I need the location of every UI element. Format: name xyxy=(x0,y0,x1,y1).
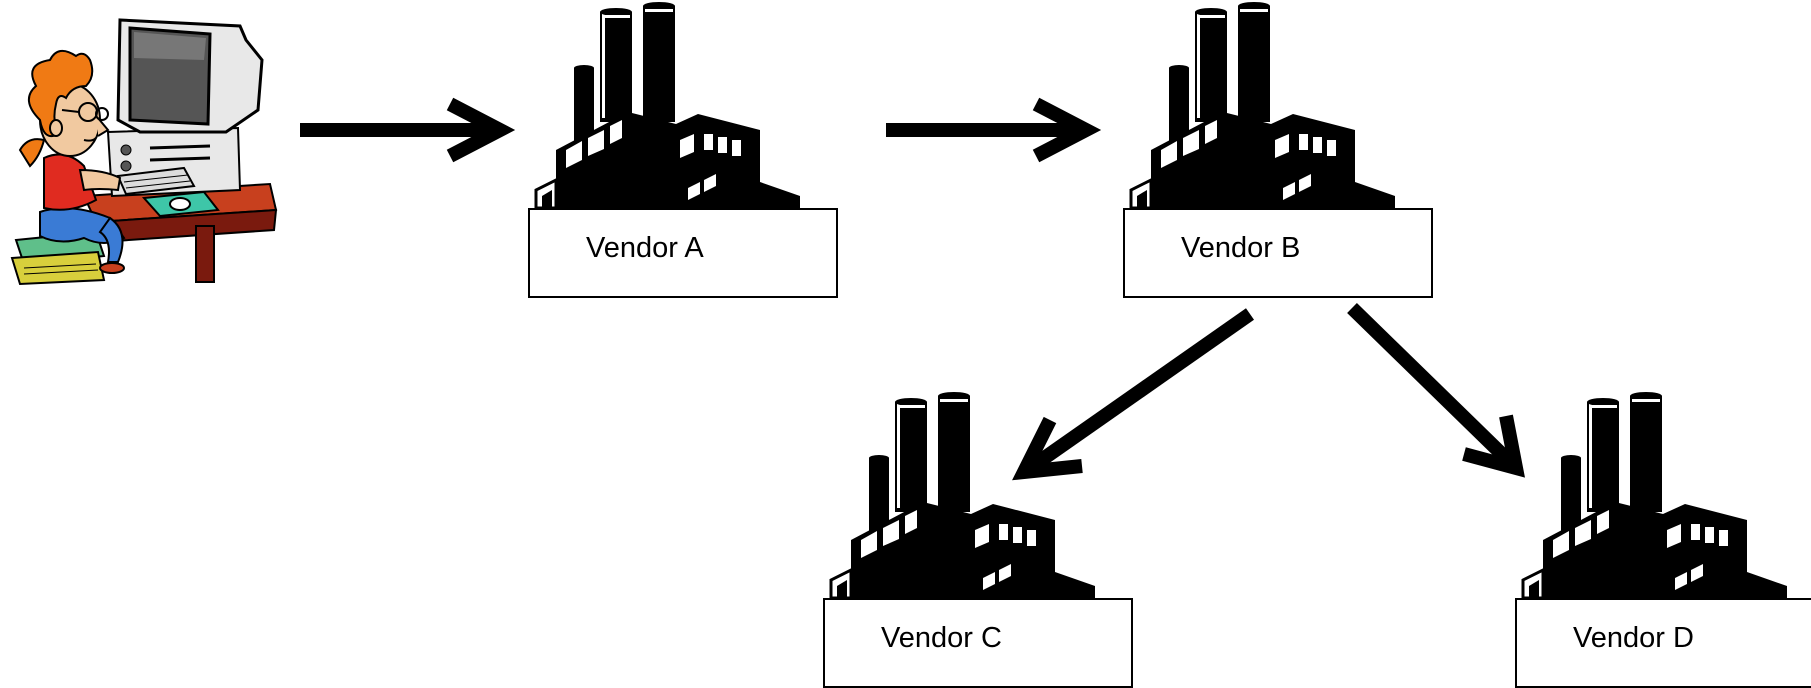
arrow-user-to-vendor-a xyxy=(300,97,516,163)
factory-icon-vendor-a xyxy=(534,0,802,210)
arrow-vendor-b-to-vendor-d xyxy=(1347,302,1525,478)
person-at-computer-icon xyxy=(10,18,278,286)
vendor-c-box: Vendor C xyxy=(823,598,1133,688)
vendor-b-label: Vendor B xyxy=(1181,232,1301,264)
factory-icon-vendor-d xyxy=(1521,390,1789,600)
arrow-vendor-a-to-vendor-b xyxy=(886,97,1102,163)
arrow-vendor-b-to-vendor-c xyxy=(1012,308,1255,481)
vendor-d-box: Vendor D xyxy=(1515,598,1811,688)
factory-icon-vendor-b xyxy=(1129,0,1397,210)
vendor-b-box: Vendor B xyxy=(1123,208,1433,298)
vendor-a-box: Vendor A xyxy=(528,208,838,298)
vendor-a-label: Vendor A xyxy=(586,232,704,264)
vendor-d-label: Vendor D xyxy=(1573,622,1694,654)
vendor-c-label: Vendor C xyxy=(881,622,1002,654)
